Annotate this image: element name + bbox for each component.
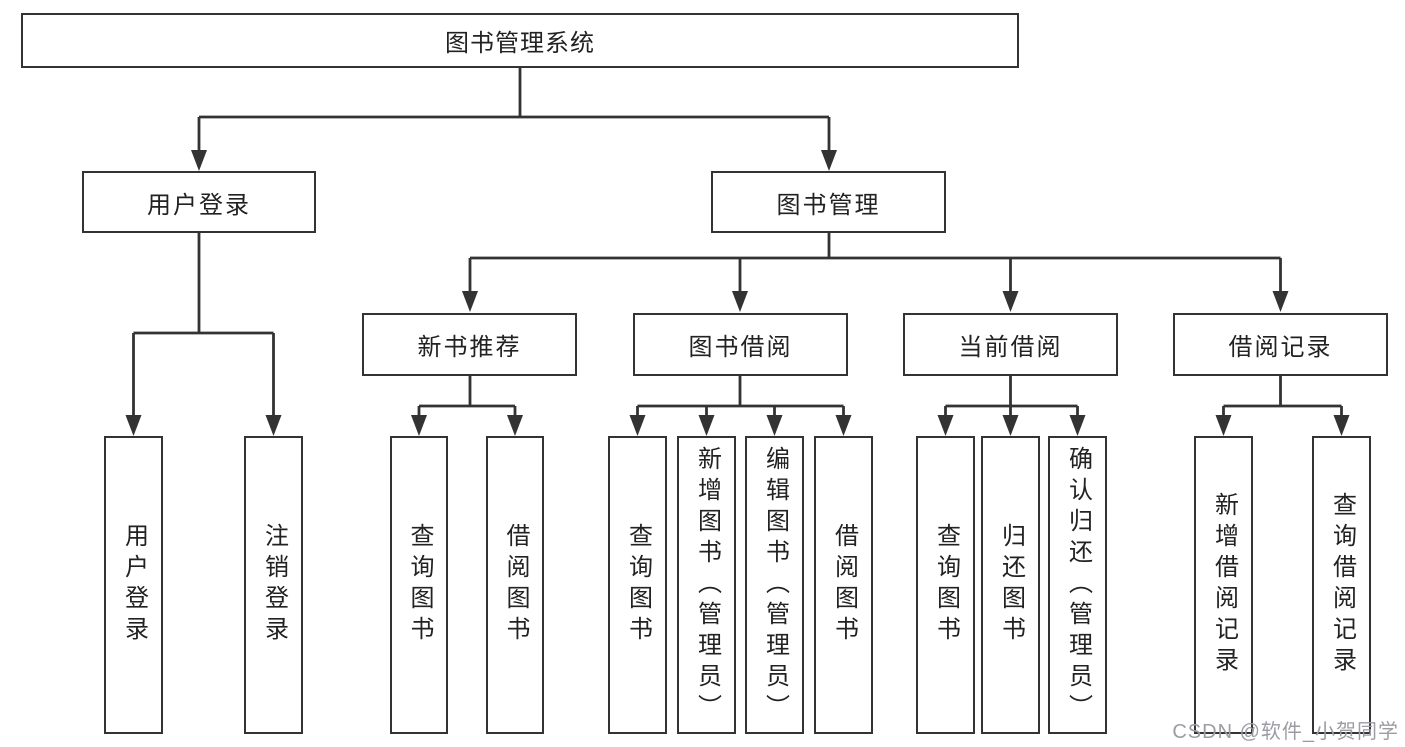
node-label: 编辑图书（管理员） — [761, 445, 789, 725]
leaf-borrowing-add-books-admin: 新增图书（管理员） — [677, 436, 736, 734]
node-label: 查询图书 — [624, 523, 652, 647]
leaf-borrowing-query-books: 查询图书 — [608, 436, 667, 734]
arrowheads — [125, 150, 1350, 436]
node-label: 借阅图书 — [502, 523, 529, 647]
node-label: 借阅图书 — [830, 523, 858, 647]
node-borrow-records: 借阅记录 — [1173, 313, 1388, 376]
leaf-logout: 注销登录 — [244, 436, 303, 734]
node-library-management-system: 图书管理系统 — [21, 13, 1019, 68]
node-label: 注销登录 — [260, 523, 288, 647]
node-label: 图书管理 — [776, 191, 881, 219]
node-label: 新增借阅记录 — [1210, 492, 1238, 678]
node-label: 用户登录 — [147, 191, 251, 219]
node-book-borrowing: 图书借阅 — [633, 313, 848, 376]
node-current-borrowing: 当前借阅 — [903, 313, 1118, 376]
node-new-book-recommend: 新书推荐 — [362, 313, 577, 376]
node-label: 新增图书（管理员） — [693, 445, 721, 725]
watermark: CSDN @软件_小贺同学 — [1172, 721, 1399, 743]
leaf-borrowing-borrow-books: 借阅图书 — [814, 436, 873, 734]
node-label: 归还图书 — [997, 523, 1025, 647]
node-label: 图书借阅 — [688, 334, 793, 361]
leaf-newbook-borrow-books: 借阅图书 — [486, 436, 544, 734]
node-label: 查询借阅记录 — [1328, 492, 1356, 678]
leaf-current-query-books: 查询图书 — [916, 436, 975, 734]
leaf-current-confirm-return-admin: 确认归还（管理员） — [1048, 436, 1107, 734]
node-label: 新书推荐 — [417, 334, 522, 361]
leaf-records-query-record: 查询借阅记录 — [1312, 436, 1371, 734]
connector-stems — [132, 67, 1343, 419]
node-label: 当前借阅 — [958, 334, 1063, 361]
node-label: 借阅记录 — [1228, 334, 1333, 361]
node-label: 查询图书 — [932, 523, 960, 647]
leaf-user-login: 用户登录 — [104, 436, 163, 734]
leaf-borrowing-edit-books-admin: 编辑图书（管理员） — [745, 436, 804, 734]
node-book-management: 图书管理 — [711, 171, 946, 233]
node-label: 查询图书 — [406, 523, 433, 647]
leaf-current-return-books: 归还图书 — [981, 436, 1040, 734]
node-label: 确认归还（管理员） — [1064, 445, 1092, 725]
leaf-newbook-query-books: 查询图书 — [390, 436, 448, 734]
leaf-records-add-record: 新增借阅记录 — [1194, 436, 1253, 734]
node-user-login: 用户登录 — [82, 171, 316, 233]
node-label: 用户登录 — [120, 523, 148, 647]
node-label: 图书管理系统 — [445, 30, 595, 57]
